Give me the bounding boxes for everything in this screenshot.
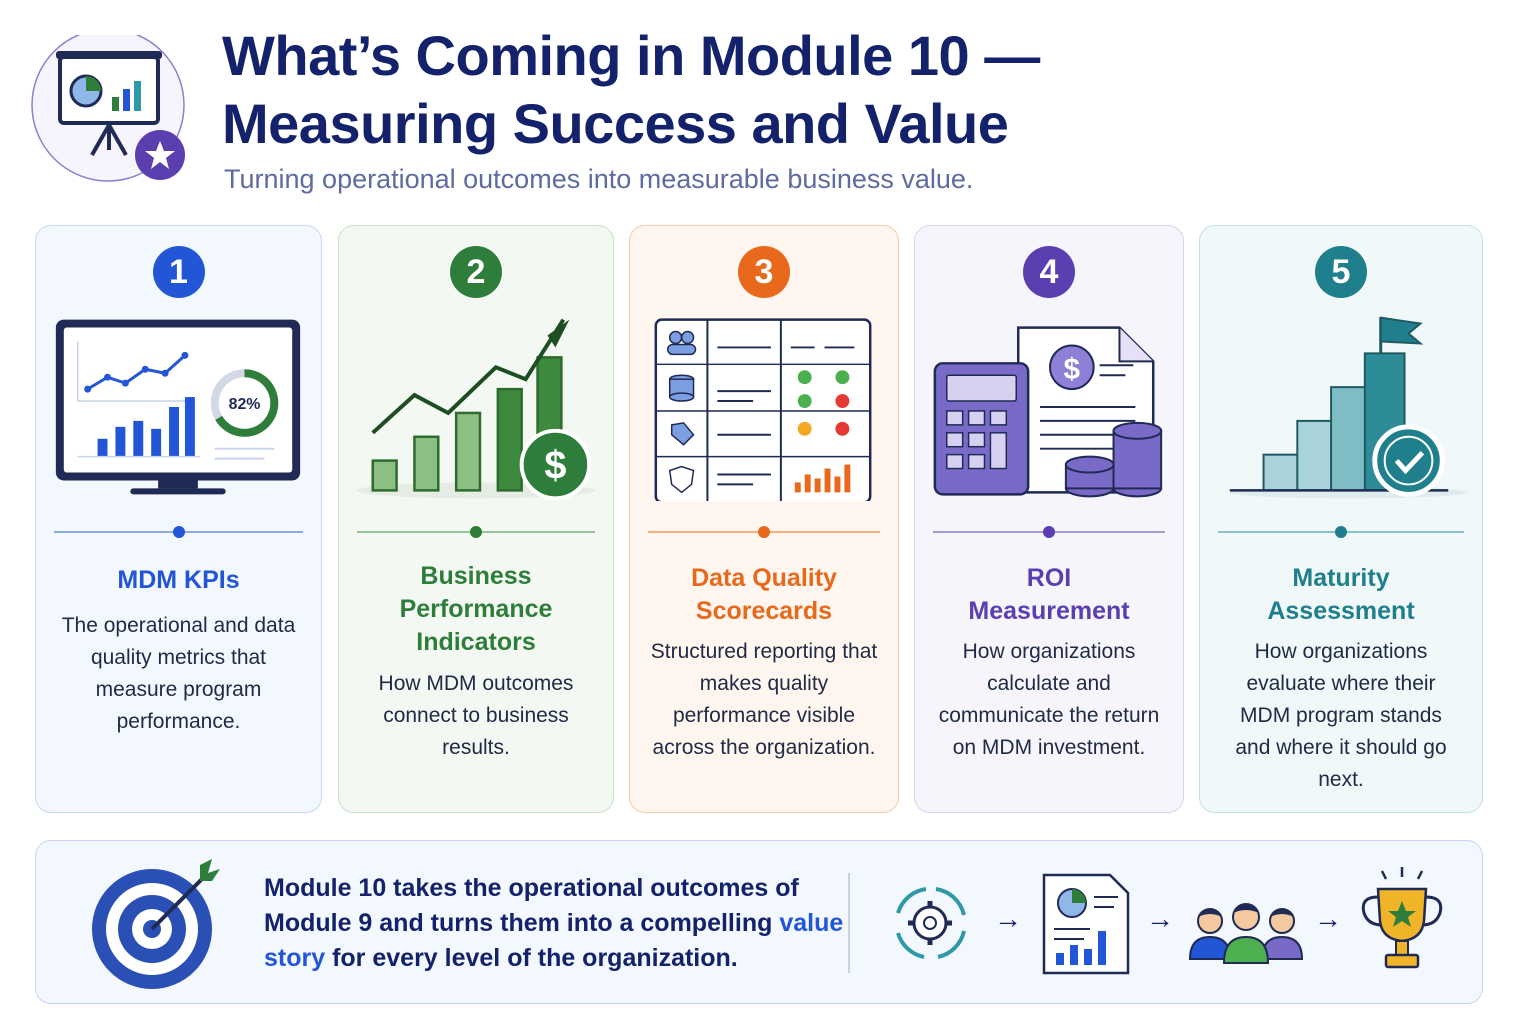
step-number-badge: 4 [1023, 246, 1075, 298]
presentation-board-icon [31, 35, 185, 182]
step-number-badge: 1 [152, 246, 205, 298]
card-description: The operational and data quality metrics… [61, 614, 296, 733]
stakeholders-icon [1188, 903, 1304, 964]
maturity-staircase-flag-icon [1229, 316, 1469, 499]
page-subtitle: Turning operational outcomes into measur… [224, 164, 974, 194]
scorecard-table-icon [654, 318, 872, 501]
trophy-icon [1361, 867, 1443, 969]
card-description: Structured reporting that makes quality … [650, 640, 878, 759]
step-number-badge: 2 [450, 246, 502, 298]
card-title: Data Quality Scorecards [691, 564, 837, 625]
summary-text: Module 10 takes the operational outcomes… [264, 871, 844, 976]
card-description: How organizations calculate and communic… [938, 640, 1160, 759]
target-arrow-icon [92, 859, 220, 989]
summary-text-start: Module 10 takes the operational outcomes… [264, 874, 799, 937]
summary-text-end: for every level of the organization. [325, 944, 738, 972]
step-number-badge: 3 [738, 246, 790, 298]
kpi-gauge-value: 82% [229, 396, 261, 413]
step-number-badge: 5 [1315, 246, 1367, 298]
divider-dot [172, 526, 185, 538]
card-description: How MDM outcomes connect to business res… [378, 672, 574, 759]
summary-panel: Module 10 takes the operational outcomes… [35, 840, 1483, 1004]
divider-dot [1335, 526, 1347, 538]
card-business-performance-indicators: 2 $ Business Performance Indicators How … [338, 225, 614, 813]
kpi-dashboard-monitor-icon: 82% [55, 319, 301, 495]
divider-dot [470, 526, 482, 538]
svg-text:$: $ [544, 443, 566, 487]
card-maturity-assessment: 5 Maturity Assessment How organizations … [1199, 225, 1483, 813]
title-line-2: Measuring Success and Value [222, 92, 1009, 155]
flow-arrow: → [1146, 903, 1174, 934]
card-data-quality-scorecards: 3 Data Quality Scorecards Structured rep… [629, 225, 899, 813]
card-title: MDM KPIs [117, 566, 240, 594]
card-mdm-kpis: 1 82% MDM KPIs The operational and data … [35, 225, 322, 813]
card-title: ROI Measurement [968, 564, 1130, 625]
title-line-1: What’s Coming in Module 10 — [222, 24, 1040, 87]
page-title: What’s Coming in Module 10 — Measuring S… [222, 22, 1040, 158]
divider-dot [758, 526, 770, 538]
calculator-invoice-coins-icon: $ [933, 326, 1163, 498]
card-title: Maturity Assessment [1267, 564, 1415, 625]
process-cycle-icon [896, 887, 966, 959]
value-story-highlight: value story [264, 909, 844, 972]
divider-dot [1043, 526, 1055, 538]
flow-arrow: → [994, 903, 1022, 934]
growth-chart-dollar-icon: $ [356, 318, 596, 501]
card-description: How organizations evaluate where their M… [1235, 640, 1447, 791]
flow-arrow: → [1314, 903, 1342, 934]
report-document-icon [1042, 873, 1130, 975]
summary-divider [848, 873, 850, 973]
card-roi-measurement: 4 $ ROI Measurement How organizations ca… [914, 225, 1184, 813]
svg-text:$: $ [1064, 353, 1081, 386]
card-title: Business Performance Indicators [399, 562, 553, 656]
